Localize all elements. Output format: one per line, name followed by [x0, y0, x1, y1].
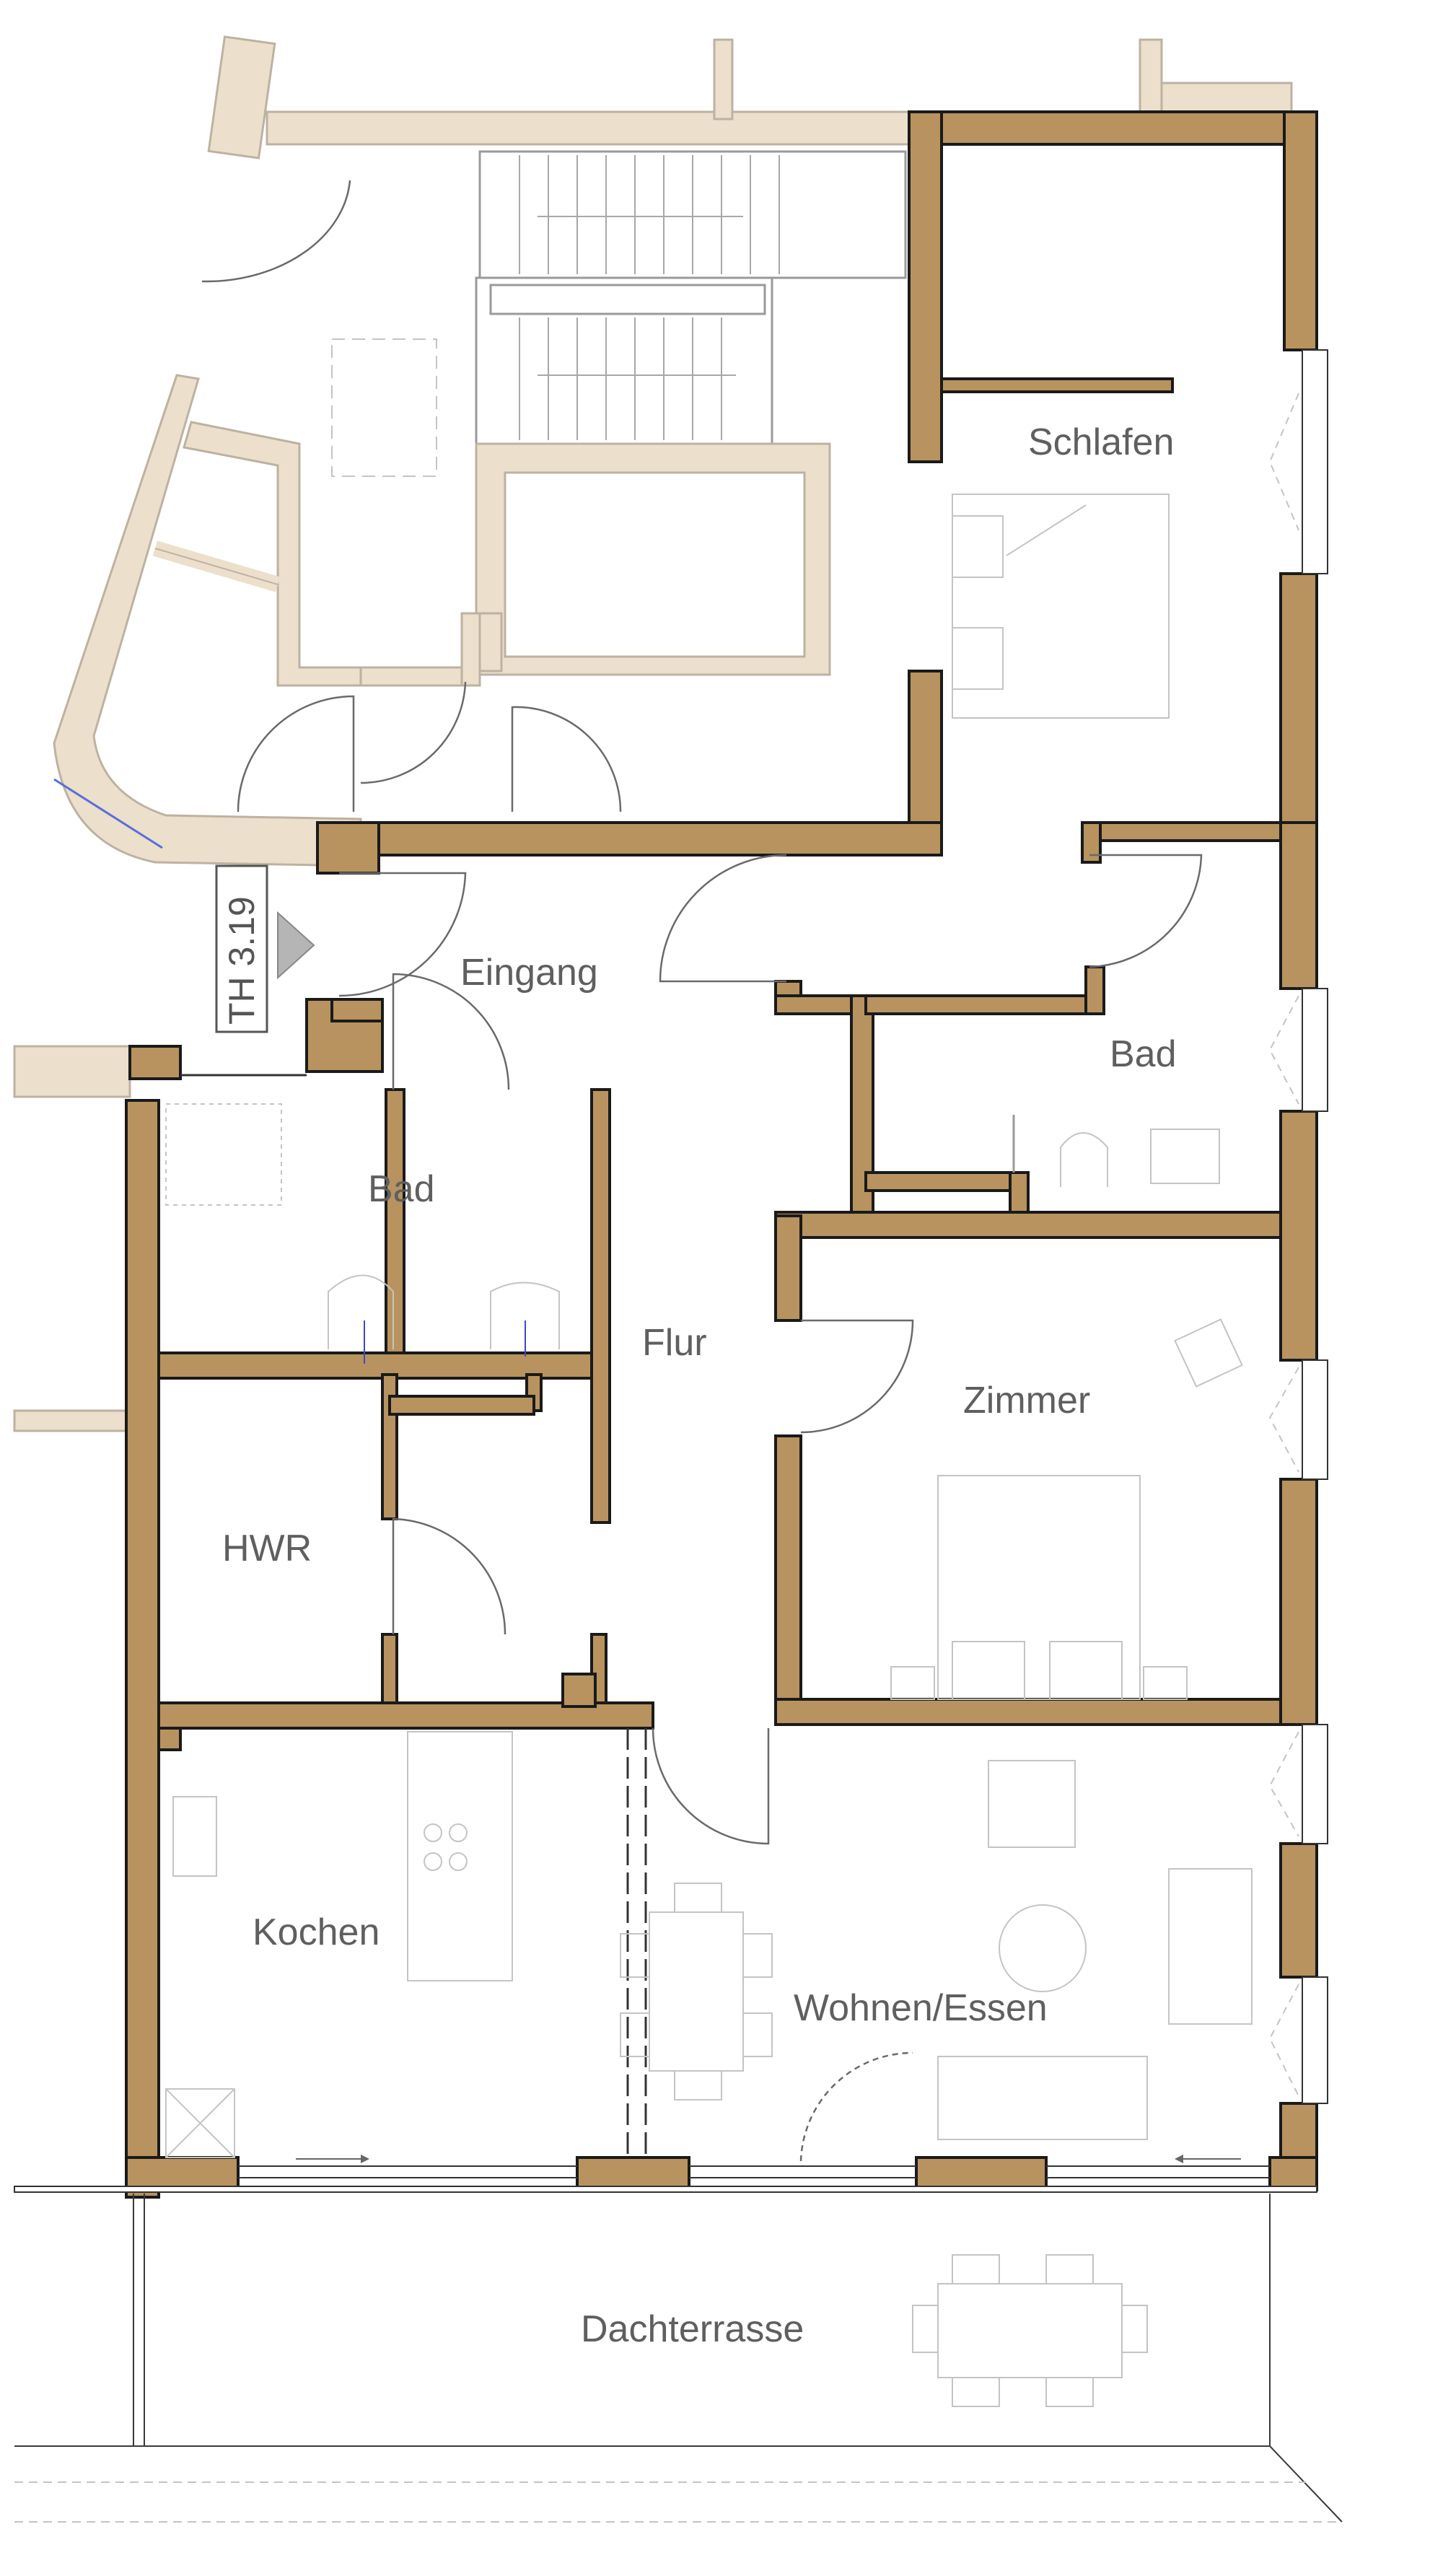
door-terrace-1 — [799, 2051, 913, 2162]
door-wohnen — [652, 1727, 770, 1845]
door-zimmer — [800, 1319, 914, 1434]
stairwell-area — [13, 35, 1293, 1432]
doors — [296, 393, 1299, 2163]
door-hwr — [392, 1517, 506, 1635]
room-label-schlafen: Schlafen — [1028, 421, 1174, 463]
entrance-marker: TH 3.19 — [215, 864, 315, 1033]
furniture — [165, 494, 1253, 2407]
room-label-hwr: HWR — [222, 1528, 312, 1569]
terrace — [14, 2186, 1343, 2523]
entrance-arrow-icon — [277, 911, 315, 980]
room-label-kochen: Kochen — [253, 1911, 380, 1953]
staircase — [475, 150, 907, 445]
door-schlafen — [659, 854, 787, 983]
windows — [180, 349, 1328, 2178]
room-label-eingang: Eingang — [460, 952, 598, 994]
room-label-bad-left: Bad — [368, 1168, 435, 1210]
room-label-dachterrasse: Dachterrasse — [581, 2308, 804, 2350]
door-entrance — [338, 872, 467, 997]
room-label-zimmer: Zimmer — [963, 1380, 1090, 1421]
room-label-flur: Flur — [642, 1322, 707, 1364]
room-labels: Schlafen Eingang Bad Bad Flur Zimmer HWR… — [222, 421, 1177, 2350]
walls — [125, 110, 1318, 2199]
door-bad-left — [392, 973, 510, 1090]
entrance-marker-label: TH 3.19 — [222, 896, 262, 1025]
room-label-wohnen-essen: Wohnen/Essen — [794, 1987, 1048, 2029]
room-label-bad-right: Bad — [1110, 1033, 1177, 1075]
door-bad-right — [1089, 854, 1203, 968]
